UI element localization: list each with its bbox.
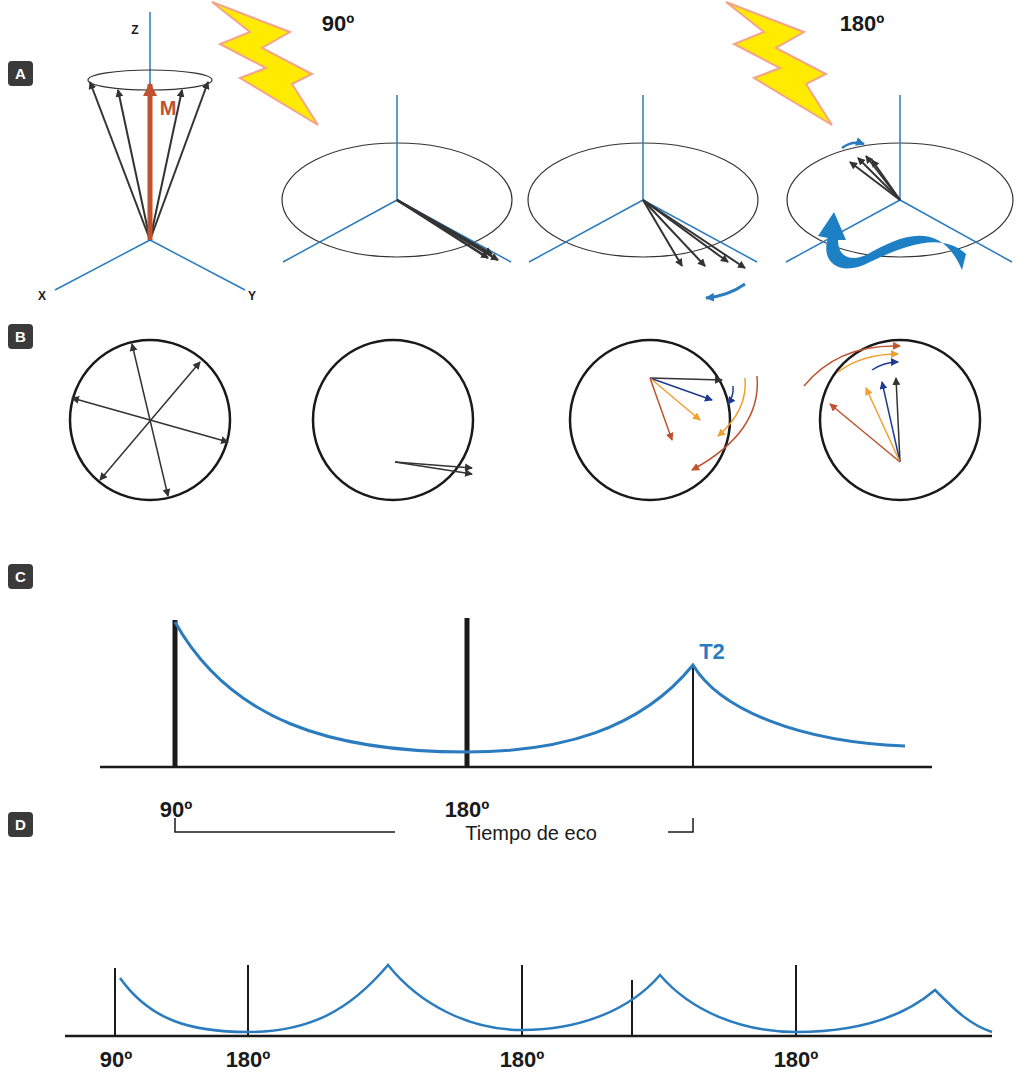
section-letter: D — [8, 812, 33, 837]
t2-label: T2 — [699, 639, 725, 665]
axis-label: Z — [131, 23, 138, 37]
section-letter: A — [8, 61, 33, 86]
section-letter-text: B — [15, 328, 26, 345]
pulse-angle: 180º — [840, 11, 885, 37]
section-letter-text: C — [15, 568, 26, 585]
axis-label: Y — [248, 289, 256, 303]
section-letter: C — [8, 564, 33, 589]
pulse-angle: 90º — [100, 1047, 133, 1072]
echo-time-label: Tiempo de eco — [459, 822, 603, 845]
axis-label: X — [38, 289, 46, 303]
magnetization-label: M — [160, 97, 177, 120]
pulse-angle: 180º — [774, 1047, 819, 1072]
pulse-angle: 180º — [226, 1047, 271, 1072]
pulse-angle: 180º — [445, 797, 490, 823]
pulse-angle: 180º — [500, 1047, 545, 1072]
pulse-angle: 90º — [160, 797, 193, 823]
section-letter-text: A — [15, 65, 26, 82]
pulse-angle: 90º — [322, 11, 355, 37]
section-letter-text: D — [15, 816, 26, 833]
section-letter: B — [8, 324, 33, 349]
